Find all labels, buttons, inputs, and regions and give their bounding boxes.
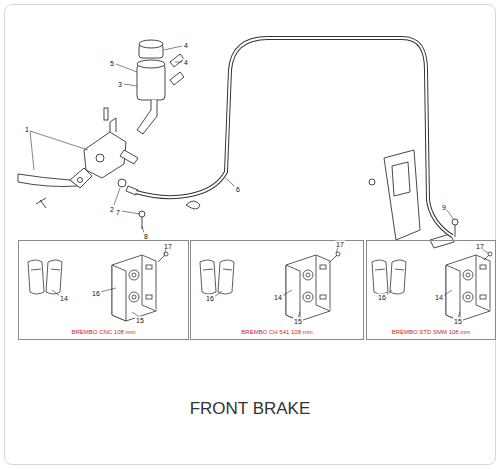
callout-number: 6 — [235, 186, 241, 193]
callout-number: 16 — [205, 295, 215, 302]
callout-number: 14 — [434, 294, 444, 301]
callout-number: 4 — [183, 59, 189, 66]
callout-number: 5 — [109, 60, 115, 67]
caliper-panel: BREMBO CH 541 108 mm — [190, 240, 364, 340]
model-caption: BREMBO CH 541 108 mm — [191, 329, 363, 335]
callout-number: 8 — [143, 233, 149, 240]
figure-caption: FRONT BRAKE — [0, 399, 500, 419]
callout-number: 17 — [475, 243, 485, 250]
callout-number: 15 — [453, 318, 463, 325]
card-frame — [4, 4, 496, 465]
callout-number: 14 — [273, 294, 283, 301]
callout-number: 16 — [377, 294, 387, 301]
callout-number: 15 — [135, 317, 145, 324]
caliper-panel: BREMBO STD SMM 108 mm — [366, 240, 496, 340]
model-caption: BREMBO CNC 108 mm — [19, 329, 188, 335]
callout-number: 17 — [335, 241, 345, 248]
callout-number: 9 — [441, 204, 447, 211]
model-caption: BREMBO STD SMM 108 mm — [367, 329, 495, 335]
callout-number: 1 — [24, 126, 30, 133]
callout-number: 16 — [91, 290, 101, 297]
callout-number: 15 — [293, 318, 303, 325]
callout-number: 4 — [183, 42, 189, 49]
callout-number: 17 — [163, 243, 173, 250]
callout-number: 14 — [59, 295, 69, 302]
callout-number: 7 — [115, 209, 121, 216]
callout-number: 3 — [117, 81, 123, 88]
caliper-panel: BREMBO CNC 108 mm — [18, 240, 189, 340]
